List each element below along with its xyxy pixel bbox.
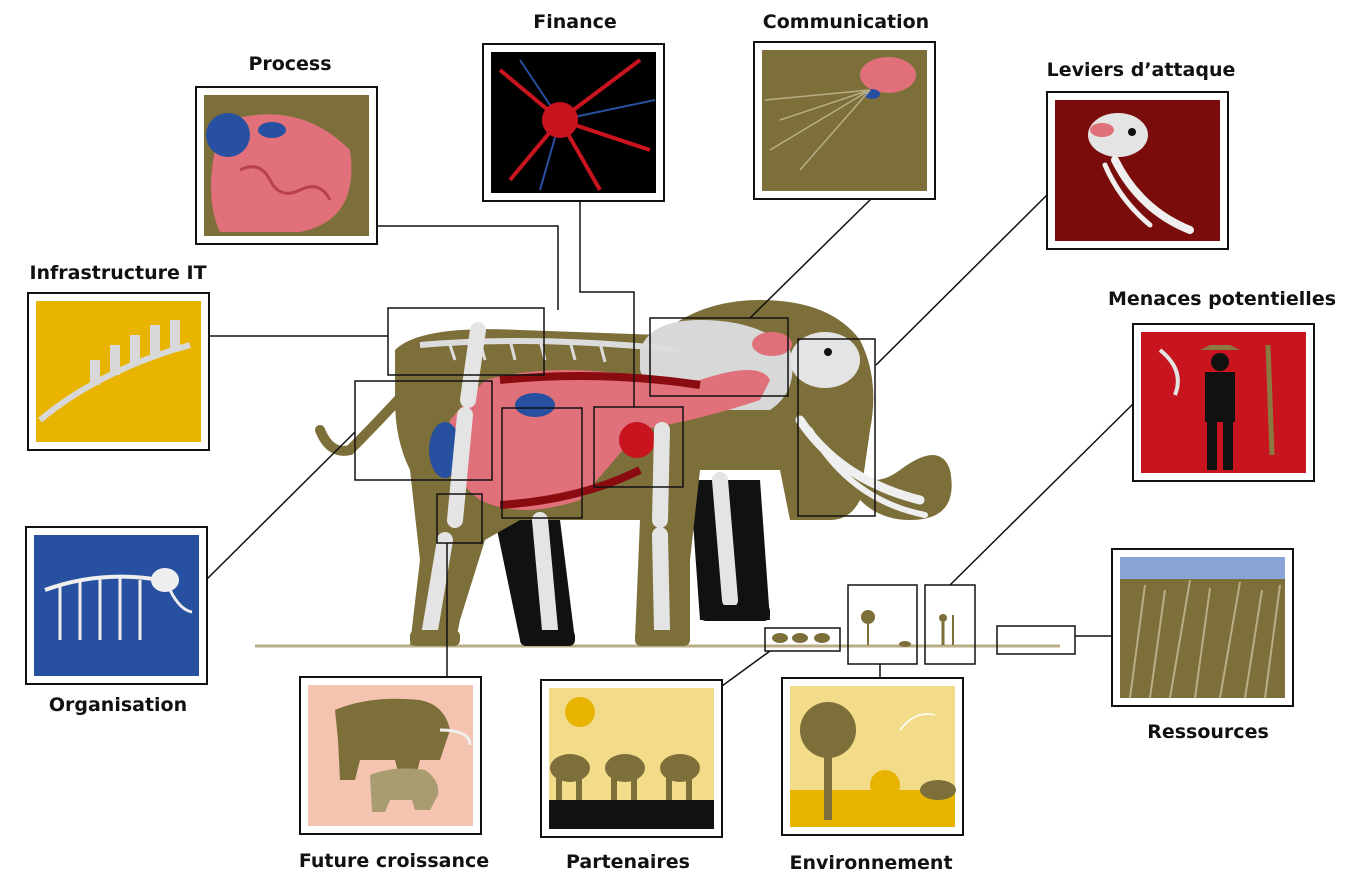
panel-future	[300, 677, 481, 834]
panel-organisation	[26, 527, 207, 684]
label-communication: Communication	[763, 11, 929, 33]
label-infrastructure: Infrastructure IT	[29, 262, 206, 284]
panel-menaces	[1133, 324, 1314, 481]
panel-infrastructure	[28, 293, 209, 450]
label-menaces: Menaces potentielles	[1108, 288, 1336, 310]
label-finance: Finance	[533, 11, 617, 33]
label-environnement: Environnement	[789, 852, 952, 873]
panel-communication	[754, 42, 935, 199]
elephant-illustration	[320, 300, 952, 646]
panel-finance	[483, 44, 664, 201]
label-organisation: Organisation	[49, 694, 187, 716]
label-future: Future croissance	[299, 850, 489, 872]
label-process: Process	[248, 53, 331, 75]
panel-leviers	[1047, 92, 1228, 249]
panel-partenaires	[541, 680, 722, 837]
label-leviers: Leviers d’attaque	[1047, 59, 1236, 81]
panel-ressources	[1112, 549, 1293, 706]
panel-environnement	[782, 678, 963, 835]
panel-process	[196, 87, 377, 244]
label-ressources: Ressources	[1147, 721, 1269, 743]
label-partenaires: Partenaires	[566, 851, 690, 873]
